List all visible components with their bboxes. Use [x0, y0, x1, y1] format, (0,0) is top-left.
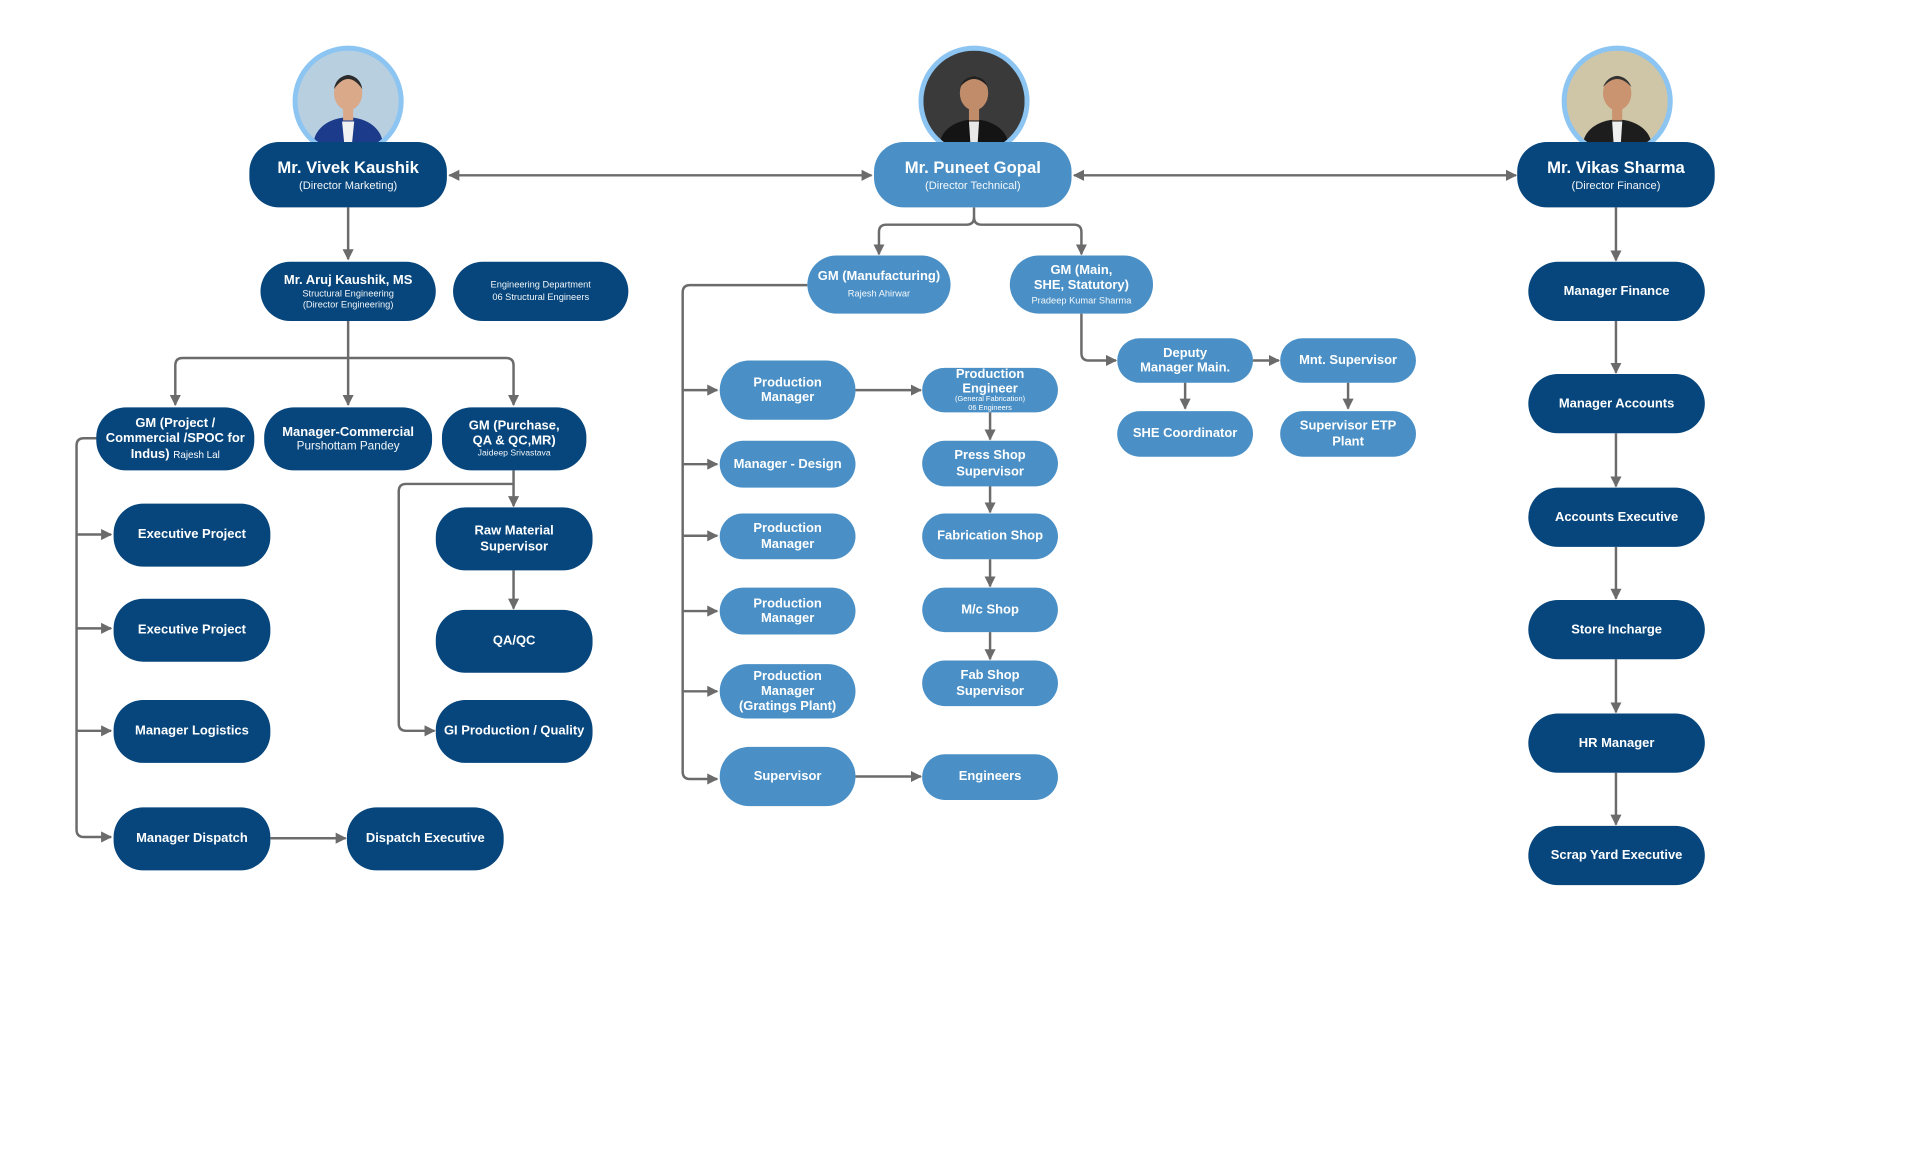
director-name: Mr. Puneet Gopal — [904, 158, 1041, 177]
node-title: Accounts Executive — [1554, 509, 1679, 525]
director-role: (Director Finance) — [1571, 178, 1661, 191]
director-name: Mr. Vivek Kaushik — [277, 158, 419, 177]
gm-purchase-node[interactable]: GM (Purchase, QA & QC,MR) Jaideep Srivas… — [441, 407, 587, 471]
mc-shop-node[interactable]: M/c Shop — [922, 587, 1058, 633]
director-technical-node[interactable]: Mr. Puneet Gopal (Director Technical) — [874, 141, 1072, 208]
director-marketing-node[interactable]: Mr. Vivek Kaushik (Director Marketing) — [249, 141, 447, 208]
node-title: Supervisor — [753, 769, 822, 784]
node-person: Purshottam Pandey — [296, 438, 400, 453]
node-title: Production Manager — [753, 375, 822, 405]
node-line: 06 Engineers — [968, 404, 1012, 413]
node-title: Executive Project — [137, 622, 246, 638]
person-icon — [923, 50, 1025, 152]
director-technical-avatar — [918, 45, 1030, 157]
node-title: Engineers — [958, 769, 1022, 785]
node-title: Manager Finance — [1563, 283, 1670, 299]
node-line: Engineering Department — [490, 279, 591, 291]
node-title: Press Shop Supervisor — [954, 448, 1026, 479]
fabrication-shop-node[interactable]: Fabrication Shop — [922, 513, 1058, 560]
node-title: Executive Project — [137, 527, 246, 543]
manager-logistics-node[interactable]: Manager Logistics — [113, 699, 271, 763]
node-line: (General Fabrication) — [955, 396, 1026, 404]
executive-project-node[interactable]: Executive Project — [113, 598, 271, 662]
node-title: Supervisor ETP Plant — [1299, 419, 1397, 449]
manager-finance-node[interactable]: Manager Finance — [1528, 261, 1705, 321]
node-title: Dispatch Executive — [365, 831, 485, 847]
node-title: GM (Project / Commercial /SPOC for Indus… — [105, 416, 245, 462]
node-title: Fab Shop Supervisor — [956, 668, 1024, 699]
node-title: Production Manager — [753, 596, 822, 626]
production-manager-gratings-node[interactable]: Production Manager (Gratings Plant) — [719, 664, 856, 719]
node-title: Mr. Aruj Kaushik, MS — [283, 272, 413, 288]
production-manager-node[interactable]: Production Manager — [719, 587, 856, 635]
production-engineer-node[interactable]: Production Engineer (General Fabrication… — [922, 366, 1058, 413]
supervisor-node[interactable]: Supervisor — [719, 746, 856, 807]
node-title: Production Engineer — [955, 366, 1025, 397]
node-title: Production Manager — [753, 521, 822, 552]
node-person: Jaideep Srivastava — [477, 449, 551, 459]
node-title: Manager Logistics — [135, 723, 249, 739]
dispatch-executive-node[interactable]: Dispatch Executive — [346, 807, 504, 871]
executive-project-node[interactable]: Executive Project — [113, 503, 271, 567]
node-title: SHE Coordinator — [1132, 426, 1238, 442]
director-role: (Director Marketing) — [299, 178, 398, 191]
node-title: Store Incharge — [1571, 622, 1662, 637]
director-marketing-avatar — [292, 45, 404, 157]
node-title: GM (Main, SHE, Statutory) — [1033, 262, 1129, 293]
node-person: Rajesh Lal — [173, 448, 220, 460]
manager-commercial-node[interactable]: Manager-Commercial Purshottam Pandey — [264, 407, 433, 471]
store-incharge-node[interactable]: Store Incharge — [1528, 599, 1705, 660]
gm-main-node[interactable]: GM (Main, SHE, Statutory) Pradeep Kumar … — [1009, 255, 1154, 314]
node-title: Manager Accounts — [1558, 396, 1675, 412]
director-finance-node[interactable]: Mr. Vikas Sharma (Director Finance) — [1517, 141, 1715, 208]
node-title: Manager - Design — [733, 456, 842, 472]
person-icon — [1566, 50, 1668, 152]
node-title: Production Manager (Gratings Plant) — [738, 668, 837, 714]
node-title: GM (Purchase, QA & QC,MR) — [468, 418, 560, 449]
hr-manager-node[interactable]: HR Manager — [1528, 713, 1705, 773]
deputy-manager-main-node[interactable]: Deputy Manager Main. — [1117, 338, 1254, 383]
person-icon — [297, 50, 399, 152]
node-title: QA/QC — [492, 633, 536, 649]
node-title: Mnt. Supervisor — [1299, 353, 1398, 368]
node-detail: Structural Engineering (Director Enginee… — [302, 287, 394, 310]
manager-dispatch-node[interactable]: Manager Dispatch — [113, 807, 271, 871]
director-role: (Director Technical) — [925, 178, 1021, 191]
she-coordinator-node[interactable]: SHE Coordinator — [1117, 411, 1254, 457]
production-manager-node[interactable]: Production Manager — [719, 360, 856, 420]
node-person: Rajesh Ahirwar — [847, 287, 911, 300]
mnt-supervisor-node[interactable]: Mnt. Supervisor — [1280, 338, 1416, 383]
gm-project-node[interactable]: GM (Project / Commercial /SPOC for Indus… — [96, 407, 255, 471]
director-finance-avatar — [1561, 45, 1673, 157]
director-name: Mr. Vikas Sharma — [1547, 158, 1685, 177]
manager-accounts-node[interactable]: Manager Accounts — [1528, 374, 1705, 434]
node-title: GI Production / Quality — [443, 723, 585, 739]
node-title: M/c Shop — [961, 602, 1019, 618]
node-title: Manager-Commercial — [282, 424, 415, 439]
node-title: Raw Material Supervisor — [474, 523, 554, 554]
fab-shop-supervisor-node[interactable]: Fab Shop Supervisor — [922, 660, 1058, 707]
node-title: Deputy Manager Main. — [1140, 345, 1231, 376]
press-shop-supervisor-node[interactable]: Press Shop Supervisor — [922, 440, 1058, 487]
scrap-yard-executive-node[interactable]: Scrap Yard Executive — [1528, 825, 1705, 886]
manager-design-node[interactable]: Manager - Design — [719, 440, 856, 488]
node-title: Fabrication Shop — [937, 528, 1043, 544]
node-title: Scrap Yard Executive — [1550, 848, 1683, 863]
qa-qc-node[interactable]: QA/QC — [435, 609, 593, 673]
connector-lines — [75, 169, 1622, 844]
engineering-department-node[interactable]: Engineering Department 06 Structural Eng… — [453, 261, 629, 321]
node-title: GM (Manufacturing) — [817, 269, 941, 285]
gm-manufacturing-node[interactable]: GM (Manufacturing) Rajesh Ahirwar — [807, 255, 951, 314]
aruj-kaushik-node[interactable]: Mr. Aruj Kaushik, MS Structural Engineer… — [260, 261, 436, 321]
engineers-node[interactable]: Engineers — [922, 754, 1058, 800]
node-person: Pradeep Kumar Sharma — [1031, 294, 1132, 306]
accounts-executive-node[interactable]: Accounts Executive — [1528, 487, 1705, 547]
node-title: HR Manager — [1578, 735, 1655, 751]
production-manager-node[interactable]: Production Manager — [719, 513, 856, 560]
raw-material-supervisor-node[interactable]: Raw Material Supervisor — [435, 507, 593, 571]
supervisor-etp-plant-node[interactable]: Supervisor ETP Plant — [1280, 411, 1416, 457]
node-line: 06 Structural Engineers — [492, 291, 590, 303]
gi-production-quality-node[interactable]: GI Production / Quality — [435, 699, 593, 763]
node-title: Manager Dispatch — [136, 831, 248, 847]
